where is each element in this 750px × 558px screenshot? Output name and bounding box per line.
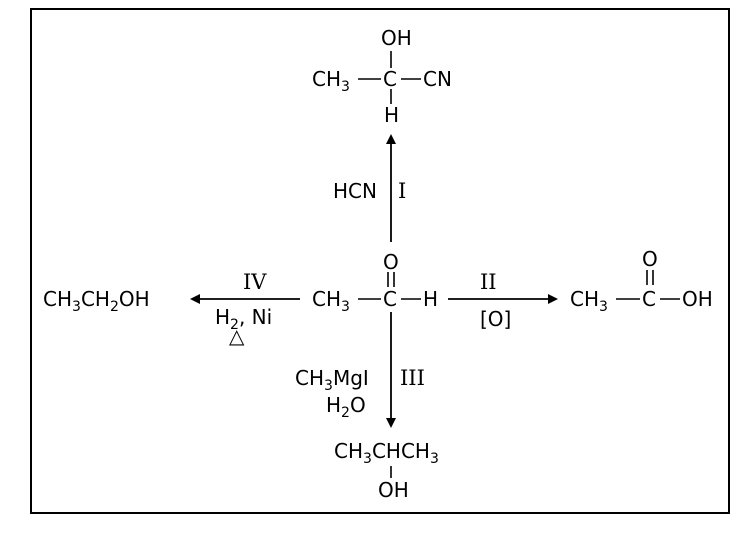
ethanol-product: CH3CH2OH <box>43 287 150 315</box>
reagent-IV: H2, Ni <box>215 305 272 333</box>
acetaldehyde: CH3 C H O <box>312 250 438 315</box>
reagent-III-grignard: CH3MgI <box>295 366 369 394</box>
top-oh: OH <box>381 26 412 50</box>
center-oxygen: O <box>383 250 399 274</box>
top-ch3: CH3 <box>312 67 350 95</box>
reagent-III-water: H2O <box>326 393 366 421</box>
right-carbon: C <box>642 287 656 311</box>
reagent-I: HCN <box>333 179 377 203</box>
diagram-frame <box>30 8 730 514</box>
right-oxygen: O <box>642 247 658 271</box>
bottom-oh: OH <box>378 478 409 502</box>
top-carbon: C <box>383 67 397 91</box>
bottom-formula: CH3CHCH3 <box>334 439 439 467</box>
center-hydrogen: H <box>423 287 438 311</box>
acetic-acid-product: O CH3 C OH <box>570 247 713 315</box>
isopropanol-product: CH3CHCH3 OH <box>334 439 439 502</box>
center-ch3: CH3 <box>312 287 350 315</box>
label-III: III <box>400 366 425 390</box>
center-carbon: C <box>383 287 397 311</box>
top-cn: CN <box>423 67 452 91</box>
label-I: I <box>398 179 406 203</box>
label-II: II <box>480 270 497 294</box>
top-h: H <box>384 103 399 127</box>
right-oh: OH <box>682 287 713 311</box>
right-ch3: CH3 <box>570 287 608 315</box>
cyanohydrin-product: OH CH3 C CN H <box>312 26 452 127</box>
heat-symbol: △ <box>229 324 245 348</box>
label-IV: IV <box>243 270 267 294</box>
reagent-II: [O] <box>480 307 511 331</box>
